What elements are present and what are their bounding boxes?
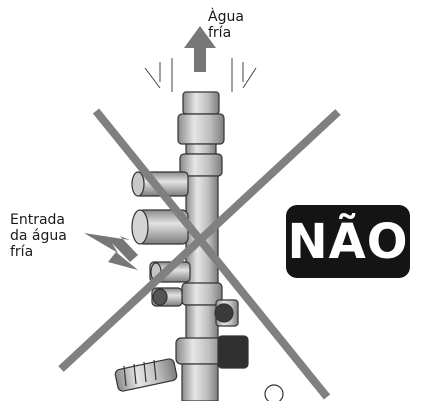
- inlet-label: Entrada da água fría: [10, 212, 67, 260]
- nao-badge-text: NÃO: [287, 213, 409, 270]
- drain-ring: [264, 384, 284, 401]
- valve-body: [175, 91, 225, 401]
- nao-badge: NÃO: [286, 205, 410, 278]
- outlet-arrow: [184, 26, 216, 72]
- inlet-arrow: [84, 233, 138, 270]
- outlet-label: Àgua fría: [208, 9, 244, 41]
- upper-pipe-lines: [144, 58, 257, 92]
- prohibition-cross: [58, 108, 341, 400]
- relief-valve: [214, 299, 249, 369]
- hose-fitting: [114, 358, 178, 392]
